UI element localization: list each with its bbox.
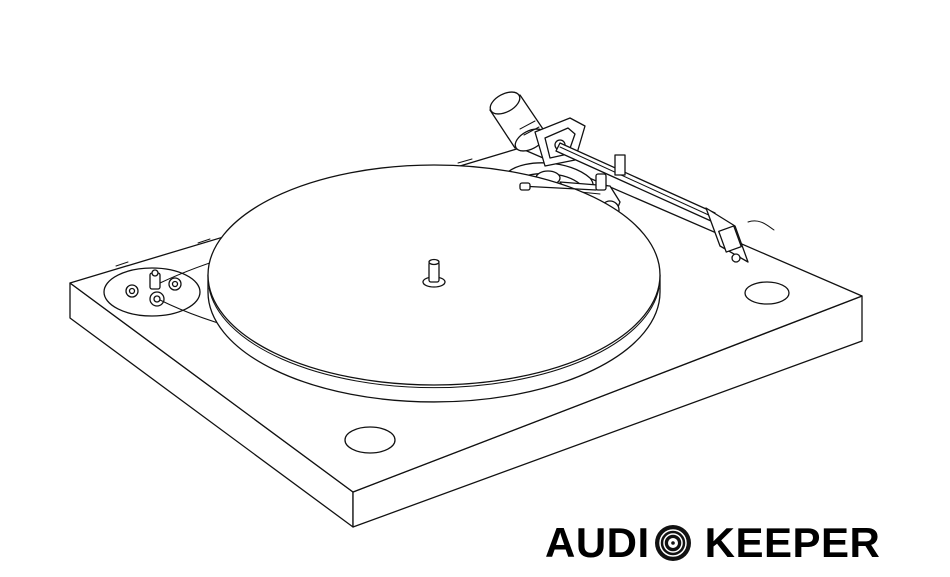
logo: AUDI KEEPER [545,518,880,568]
vinyl-record-icon [654,524,692,562]
front-right-foot [745,282,789,304]
logo-word-audi: AUDI [545,522,650,564]
logo-word-keeper: KEEPER [705,522,881,564]
front-left-foot [345,427,395,453]
